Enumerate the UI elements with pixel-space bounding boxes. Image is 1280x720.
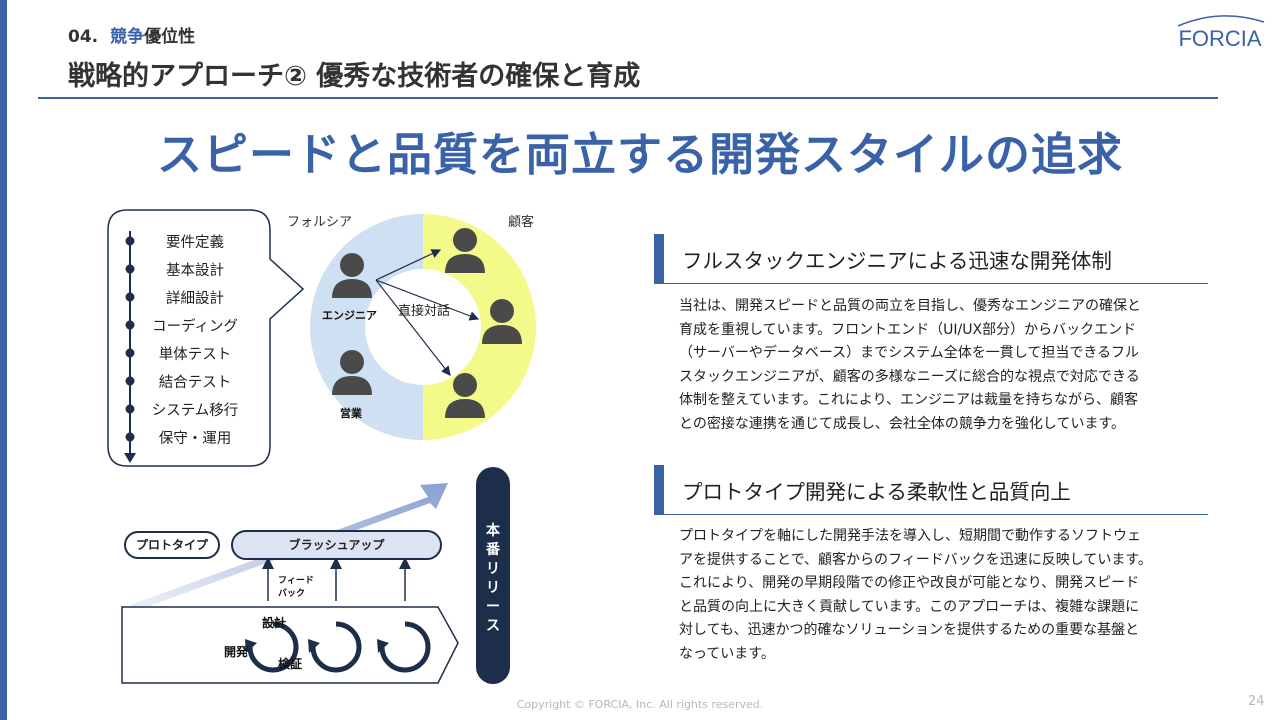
- engineer-label: エンジニア: [322, 309, 377, 322]
- body-line: アを提供することで、顧客からのフィードバックを迅速に反映しています。: [679, 551, 1152, 568]
- growth-arrow: [130, 483, 448, 611]
- verify-label: 検証: [278, 657, 303, 671]
- logo-arc: [1177, 15, 1265, 27]
- timeline-dot: [125, 376, 135, 386]
- process-item: 基本設計: [166, 263, 224, 279]
- customer-person-icon: [482, 299, 522, 344]
- customer-side-label: 顧客: [508, 215, 535, 230]
- section-body-prototype: プロトタイプを軸にした開発手法を導入し、短期間で動作するソフトウェ アを提供する…: [679, 525, 1219, 666]
- section-heading-prototype: プロトタイプ開発による柔軟性と品質向上: [682, 480, 1071, 504]
- body-line: 体制を整えています。これにより、エンジニアは裁量を持ちながら、顧客: [679, 392, 1139, 408]
- release-char: リ: [486, 561, 500, 577]
- body-line: （サーバーやデータベース）までシステム全体を一貫して担当できるフル: [679, 345, 1140, 361]
- release-char: リ: [486, 580, 500, 596]
- timeline-dot: [125, 264, 135, 274]
- body-line: との密接な連携を通じて成長し、会社全体の競争力を強化しています。: [679, 415, 1126, 432]
- timeline-dot: [125, 236, 135, 246]
- cycle-loop-icon: [310, 621, 362, 673]
- prototype-pill: プロトタイプ: [124, 531, 220, 559]
- body-line: プロトタイプを軸にした開発手法を導入し、短期間で動作するソフトウェ: [679, 528, 1141, 544]
- direct-talk-label: 直接対話: [398, 304, 451, 319]
- sales-person-icon: [332, 350, 372, 395]
- balloon-outline: [107, 209, 305, 467]
- process-balloon: [107, 209, 305, 467]
- process-item: コーディング: [152, 319, 238, 335]
- body-line: スタックエンジニアが、顧客の多様なニーズに総合的な視点で対応できる: [679, 368, 1140, 385]
- feedback-label-line: フィード: [278, 576, 314, 586]
- timeline-dot: [125, 348, 135, 358]
- process-item: システム移行: [151, 403, 239, 419]
- direct-talk-arrow: [375, 279, 480, 321]
- title-divider: [38, 97, 1218, 99]
- headline: スピードと品質を両立する開発スタイルの追求: [156, 128, 1123, 181]
- cycle-arrowhead-icon: [308, 639, 320, 653]
- process-item: 詳細設計: [166, 291, 224, 307]
- body-line: これにより、開発の早期段階での修正や改良が可能となり、開発スピード: [679, 575, 1140, 591]
- release-char: 番: [486, 542, 500, 558]
- logo-text: FORCIA: [1178, 26, 1261, 51]
- forcia-logo: FORCIA: [1177, 15, 1265, 51]
- body-line: 対しても、迅速かつ的確なソリューションを提供するための重要な基盤と: [679, 622, 1140, 638]
- body-line: と品質の向上に大きく貢献しています。このアプローチは、複雑な課題に: [679, 598, 1140, 615]
- body-line: なっています。: [679, 645, 775, 662]
- left-accent-bar: [0, 0, 7, 720]
- team-ring-diagram: [310, 214, 536, 440]
- forcia-ring-half: [310, 214, 423, 440]
- page-number: 24: [1248, 694, 1265, 709]
- page-title: 戦略的アプローチ② 優秀な技術者の確保と育成: [68, 61, 641, 92]
- direct-talk-arrow: [375, 249, 442, 281]
- release-char: ー: [486, 599, 500, 615]
- cycle-loop-icon: [247, 621, 299, 673]
- process-item: 要件定義: [166, 235, 224, 251]
- cycle-arrowhead-icon: [245, 639, 257, 653]
- customer-person-icon: [445, 228, 485, 273]
- section-body-fullstack: 当社は、開発スピードと品質の両立を目指し、優秀なエンジニアの確保と 育成を重視し…: [679, 295, 1219, 436]
- copyright-footer: Copyright © FORCIA, Inc. All rights rese…: [516, 698, 764, 711]
- forcia-side-label: フォルシア: [287, 215, 353, 230]
- timeline-dot: [125, 432, 135, 442]
- timeline-dot: [125, 404, 135, 414]
- section-label: 04. 競争優位性: [68, 22, 195, 47]
- section-rest: 優位性: [144, 27, 196, 47]
- body-line: 当社は、開発スピードと品質の両立を目指し、優秀なエンジニアの確保と: [679, 298, 1141, 314]
- feedback-label-line: バック: [278, 589, 306, 599]
- direct-talk-arrow: [375, 279, 451, 376]
- section-accent: 競争: [110, 27, 145, 47]
- timeline-dot: [125, 292, 135, 302]
- sales-label: 営業: [340, 407, 362, 420]
- release-char: ス: [486, 618, 500, 634]
- cycle-chevron: [121, 606, 459, 684]
- cycle-arrowhead-icon: [377, 639, 389, 653]
- process-item: 結合テスト: [158, 375, 232, 391]
- timeline-dot: [125, 320, 135, 330]
- cycle-loop-icon: [379, 621, 431, 673]
- brushup-pill: ブラッシュアップ: [231, 530, 442, 560]
- section-number: 04.: [68, 27, 99, 47]
- section-underline: [654, 283, 1208, 284]
- develop-label: 開発: [224, 645, 249, 659]
- design-label: 設計: [262, 616, 287, 630]
- section-accent-bar: [654, 465, 664, 515]
- release-label: 本 番 リ リ ー ス: [476, 522, 510, 636]
- process-item: 保守・運用: [158, 431, 232, 447]
- process-item: 単体テスト: [158, 347, 232, 363]
- engineer-person-icon: [332, 253, 372, 298]
- section-accent-bar: [654, 234, 664, 284]
- timeline-arrow-icon: [124, 453, 136, 463]
- section-underline: [654, 514, 1208, 515]
- release-char: 本: [486, 523, 500, 539]
- release-pill: [476, 467, 510, 684]
- customer-person-icon: [445, 373, 485, 418]
- feedback-label: フィード バック: [278, 575, 314, 601]
- body-line: 育成を重視しています。フロントエンド（UI/UX部分）からバックエンド: [679, 321, 1137, 338]
- section-heading-fullstack: フルスタックエンジニアによる迅速な開発体制: [682, 249, 1112, 273]
- dev-cycle-diagram: [121, 483, 459, 684]
